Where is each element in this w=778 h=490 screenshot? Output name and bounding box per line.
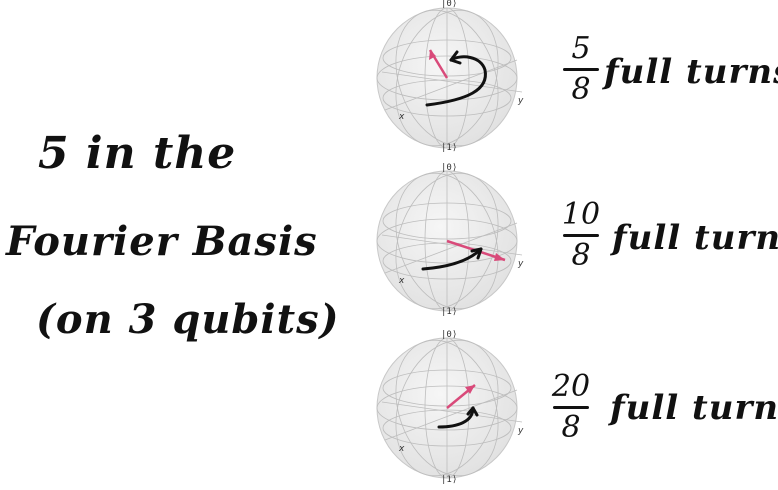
turns-label-1: full turns <box>604 52 778 92</box>
fraction-2: 10 8 <box>556 200 606 271</box>
rotation-arrowhead <box>470 247 483 260</box>
fraction-bar <box>563 68 599 71</box>
state-vector-arrowhead <box>494 253 505 261</box>
y-axis-label: y <box>518 96 524 106</box>
fraction-numerator: 10 <box>561 197 601 232</box>
fraction-denominator: 8 <box>561 410 581 445</box>
rotation-arrow <box>421 247 483 271</box>
x-axis-label: x <box>399 444 405 454</box>
fraction-bar <box>563 234 599 237</box>
bloch-sphere-drawing <box>376 7 523 149</box>
y-axis-label: y <box>518 426 524 436</box>
turns-label-2: full turns <box>612 218 778 258</box>
sphere-grid <box>376 337 523 479</box>
title-line-3: (on 3 qubits) <box>36 296 340 343</box>
fraction-denominator: 8 <box>571 238 591 273</box>
ket-zero-label: |0⟩ <box>441 0 458 9</box>
title-line-2: Fourier Basis <box>6 218 318 265</box>
bloch-sphere-drawing <box>376 337 523 479</box>
figure-title: 5 in the Fourier Basis (on 3 qubits) <box>0 0 360 486</box>
turns-label-3: full turns <box>610 388 778 428</box>
x-axis-label: x <box>399 112 405 122</box>
ket-one-label: |1⟩ <box>441 307 458 317</box>
x-axis-label: x <box>399 276 405 286</box>
bloch-sphere-3: |0⟩ |1⟩ x y <box>357 330 537 490</box>
ket-one-label: |1⟩ <box>441 143 458 153</box>
title-line-1: 5 in the <box>38 128 237 179</box>
ket-zero-label: |0⟩ <box>441 163 458 173</box>
rotation-arrow <box>425 55 487 107</box>
ket-one-label: |1⟩ <box>441 475 458 485</box>
fraction-3: 20 8 <box>546 372 596 443</box>
fraction-numerator: 20 <box>551 369 591 404</box>
state-vector-arrowhead <box>429 50 436 60</box>
fraction-1: 5 8 <box>556 34 606 105</box>
bloch-sphere-drawing <box>376 170 523 312</box>
y-axis-label: y <box>518 259 524 269</box>
fraction-denominator: 8 <box>571 72 591 107</box>
fraction-numerator: 5 <box>571 31 591 66</box>
bloch-sphere-2: |0⟩ |1⟩ x y <box>357 163 537 323</box>
rotation-arrowhead <box>466 406 479 417</box>
bloch-sphere-1: |0⟩ |1⟩ x y <box>357 0 537 160</box>
ket-zero-label: |0⟩ <box>441 330 458 340</box>
fraction-bar <box>553 406 589 409</box>
state-vector-arrowhead <box>465 385 475 394</box>
rotation-arrow <box>437 406 475 429</box>
rotation-arrowhead <box>449 50 462 65</box>
